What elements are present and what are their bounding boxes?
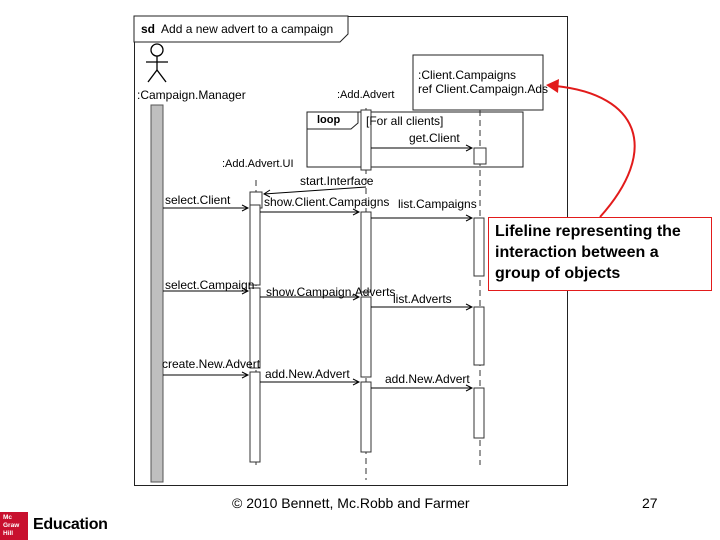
campaign-manager-label: :Campaign.Manager — [137, 88, 246, 102]
campaign-manager-activation — [150, 104, 164, 483]
callout-arrowhead — [546, 79, 559, 93]
add-advert-ui-activation-3 — [249, 287, 261, 369]
client-campaigns-activation-2 — [473, 217, 485, 277]
loop-fragment — [306, 111, 524, 168]
frame-title: sd Add a new advert to a campaign — [141, 22, 333, 36]
select-campaign-label: select.Campaign — [165, 278, 255, 292]
add-advert-ui-activation-2 — [249, 204, 261, 286]
show-client-campaigns-label: show.Client.Campaigns — [264, 195, 390, 209]
create-new-advert-label: create.New.Advert — [162, 357, 261, 371]
copyright-footer: © 2010 Bennett, Mc.Robb and Farmer — [232, 495, 470, 511]
get-client-label: get.Client — [409, 131, 460, 145]
loop-guard: [For all clients] — [366, 114, 444, 128]
publisher-logo-mark: Mc Graw Hill — [0, 512, 28, 540]
frame-title-tab — [133, 15, 349, 43]
add-new-advert-label-1: add.New.Advert — [265, 367, 350, 381]
add-new-advert-label-2: add.New.Advert — [385, 372, 470, 386]
add-advert-activation-4 — [360, 381, 372, 453]
frame-title-text: Add a new advert to a campaign — [161, 22, 334, 36]
loop-operator-tab — [306, 111, 359, 130]
loop-operator: loop — [317, 114, 341, 126]
publisher-logo-text: Education — [33, 516, 108, 533]
frame-keyword: sd — [141, 22, 156, 36]
actor-icon — [146, 43, 168, 83]
callout-arrow — [555, 85, 636, 218]
add-advert-ui-label: :Add.Advert.UI — [222, 158, 294, 170]
list-adverts-label: list.Adverts — [393, 292, 452, 306]
client-campaigns-label: :Client.Campaigns — [418, 68, 517, 82]
client-campaigns-head-box — [412, 54, 544, 111]
start-interface-arrow — [263, 186, 367, 195]
start-interface-label: start.Interface — [300, 174, 374, 188]
add-advert-activation-1 — [360, 109, 372, 171]
add-advert-activation-2 — [360, 211, 372, 293]
add-advert-activation-3 — [360, 296, 372, 378]
lifeline-callout: Lifeline representing the interaction be… — [488, 217, 712, 291]
client-campaign-ads-ref: ref Client.Campaign.Ads — [418, 82, 549, 96]
add-advert-label: :Add.Advert — [337, 89, 395, 101]
list-campaigns-label: list.Campaigns — [398, 197, 477, 211]
select-client-label: select.Client — [165, 193, 231, 207]
page-number: 27 — [642, 495, 658, 511]
add-advert-ui-activation-4 — [249, 371, 261, 463]
client-campaigns-activation-4 — [473, 387, 485, 439]
client-campaigns-activation-3 — [473, 306, 485, 366]
client-campaigns-activation-1 — [473, 147, 487, 165]
show-campaign-adverts-label: show.Campaign.Adverts — [266, 285, 396, 299]
